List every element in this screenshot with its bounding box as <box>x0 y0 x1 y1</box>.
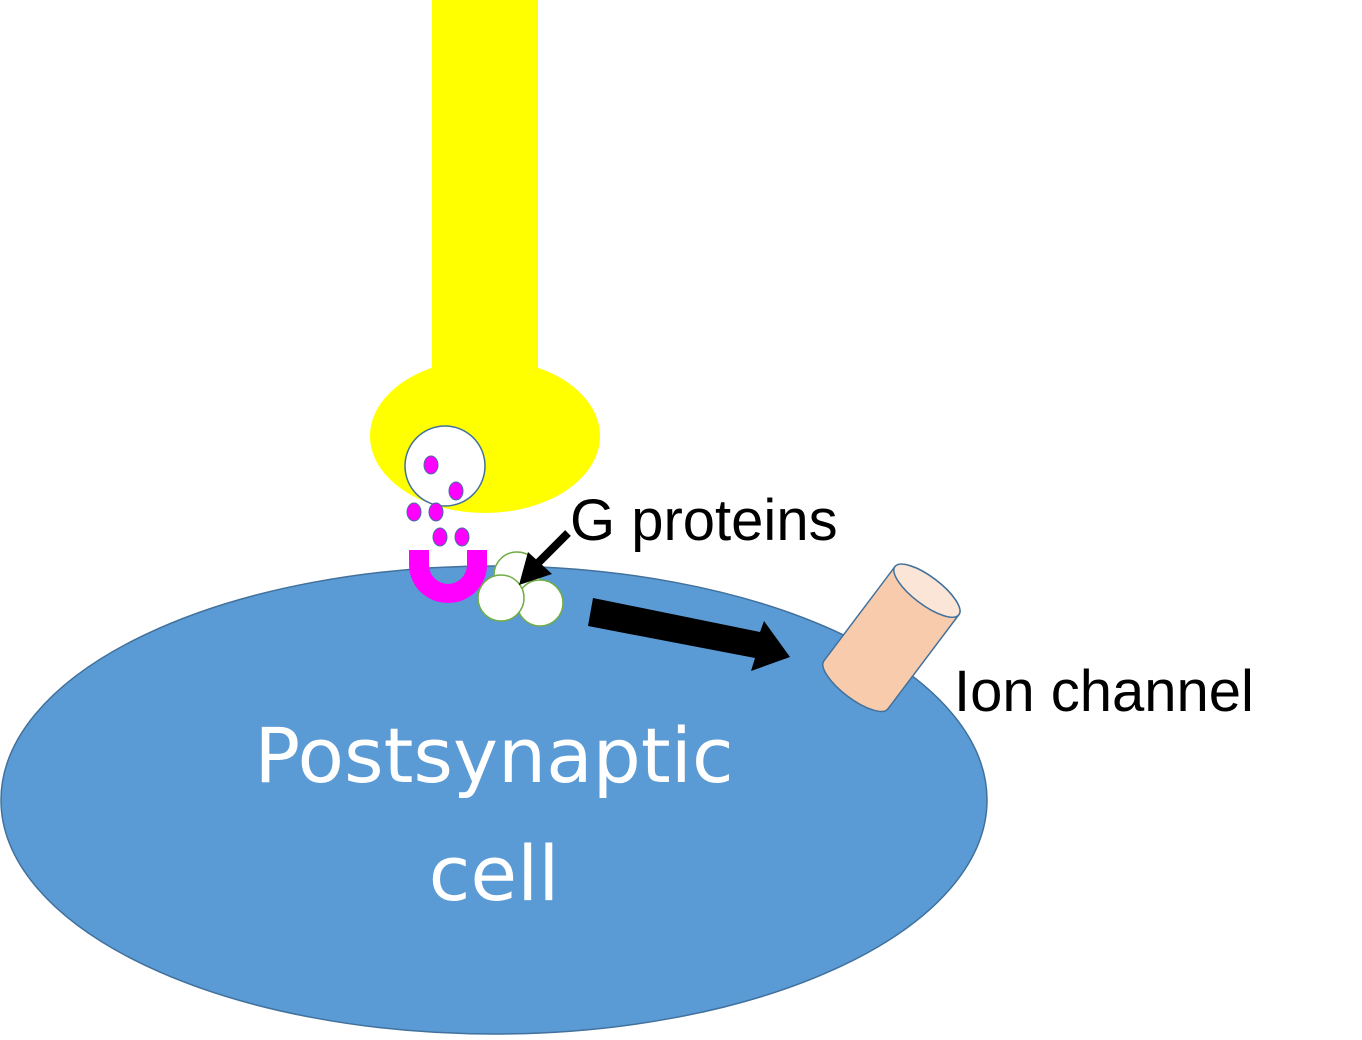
g-proteins <box>477 551 564 627</box>
cell-label-line2: cell <box>429 829 560 918</box>
neurotransmitter-dot <box>406 502 422 522</box>
vesicle-membrane <box>404 425 486 507</box>
synaptic-vesicle <box>404 425 486 507</box>
neurotransmitter-dot <box>432 527 448 547</box>
cell-label-line1: Postsynaptic <box>254 711 733 800</box>
receptor <box>409 550 487 603</box>
signal-arrow <box>588 598 790 671</box>
ion-channel-label: Ion channel <box>954 659 1254 724</box>
axon-bouton <box>370 359 600 513</box>
ion-channel <box>822 563 961 713</box>
neurotransmitter-dot <box>448 481 464 501</box>
axon-terminal <box>370 0 600 513</box>
postsynaptic-cell <box>0 565 988 1035</box>
g-proteins-pointer-arrow <box>519 530 571 585</box>
neurotransmitter-dot <box>423 455 439 475</box>
g-proteins-label: G proteins <box>570 488 838 553</box>
g-protein-subunit <box>477 574 525 622</box>
neurotransmitter-dot <box>428 502 444 522</box>
neurotransmitter-dot <box>454 527 470 547</box>
axon-shaft <box>432 0 538 380</box>
released-neurotransmitter <box>406 502 470 547</box>
ion-channel-opening <box>893 563 961 618</box>
